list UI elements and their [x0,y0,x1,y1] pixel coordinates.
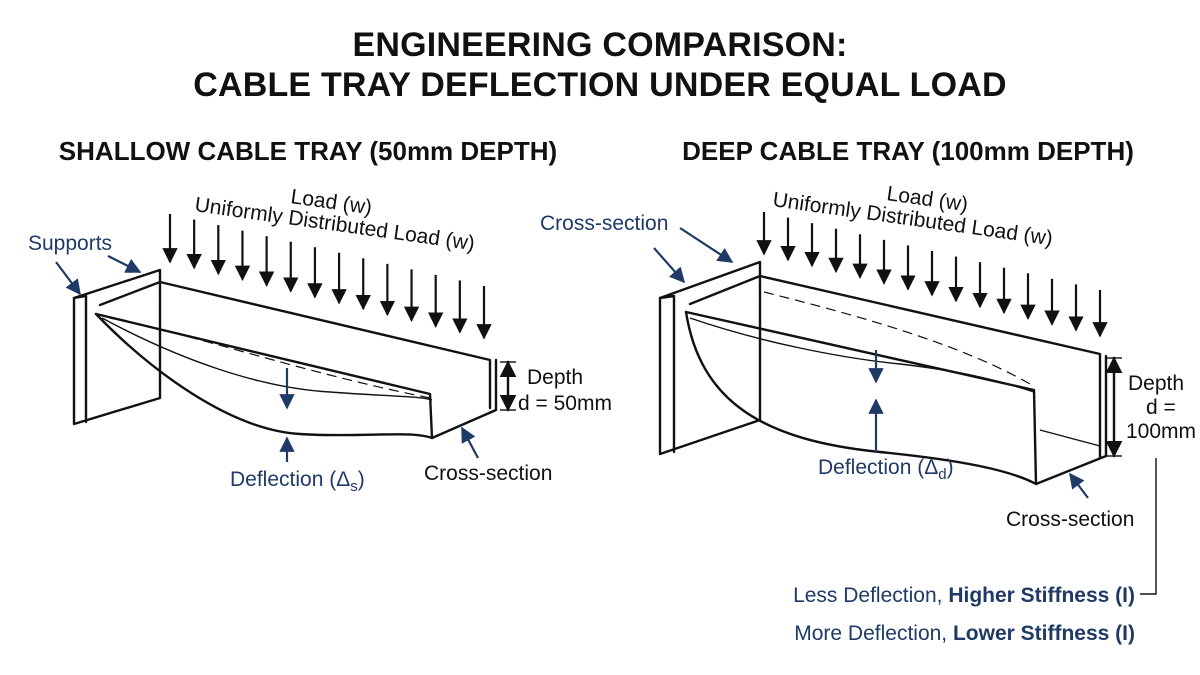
shallow-tray [72,268,498,440]
deep-back-wall [688,274,1102,460]
deep-cross-section-label: Cross-section [1006,508,1134,531]
shallow-back-wall [98,280,492,410]
deep-heading: DEEP CABLE TRAY (100mm DEPTH) [682,136,1134,166]
shallow-load-labels: Load (w) Uniformly Distributed Load (w) [193,185,476,255]
deep-inner-bottom [689,317,1035,393]
shallow-deflection-close: ) [358,468,365,491]
summary-line-2-bold: Lower Stiffness (I) [953,622,1135,645]
deep-depth-eq: d = [1146,396,1176,419]
deep-load-labels: Load (w) Uniformly Distributed Load (w) [771,182,1054,250]
shallow-support-plate [72,268,162,426]
deep-depth-value: 100mm [1126,420,1196,443]
shallow-deflected-bottom [94,312,434,440]
deep-deflected-bottom [684,310,1038,486]
summary-line-1: Less Deflection, Higher Stiffness (I) [793,584,1135,607]
shallow-undeflected-line [109,317,431,399]
title-line-2: CABLE TRAY DEFLECTION UNDER EQUAL LOAD [193,66,1007,104]
summary-line-2: More Deflection, Lower Stiffness (I) [794,622,1135,645]
deep-floor-line [1039,429,1101,447]
summary-line-1-plain: Less Deflection, [793,584,948,607]
deep-support-arrow [653,247,686,284]
shallow-inner-bottom [101,317,433,401]
shallow-deflection-sub: s [350,478,358,495]
summary-line-1-bold: Higher Stiffness (I) [948,584,1135,607]
shallow-support-plate-edge [72,294,88,424]
supports-arrow-2 [107,255,142,273]
shallow-depth-value: d = 50mm [518,392,612,415]
shallow-cross-section-arrow [461,426,479,459]
deep-depth-label: Depth [1128,372,1184,395]
shallow-cross-section-label: Cross-section [424,462,552,485]
deep-cross-section-top-arrow [679,227,734,263]
deep-deflection-text: Deflection (Δ [818,456,938,479]
shallow-load-arrows [162,214,492,340]
deep-deflection-sub: d [938,466,946,483]
title-line-1: ENGINEERING COMPARISON: [352,26,847,64]
deep-deflection-close: ) [947,456,954,479]
summary-bracket [1140,458,1157,595]
deep-deflection-label: Deflection (Δd) [818,456,954,483]
shallow-front-rim [94,312,498,440]
deep-cross-section-top-label: Cross-section [540,212,668,235]
shallow-deflection-label: Deflection (Δs) [230,468,365,495]
supports-arrow-1 [55,261,81,296]
deep-cross-section-arrow [1069,472,1089,499]
deep-tray [658,260,1108,486]
deep-support-plate-edge [658,294,676,454]
shallow-deflection-text: Deflection (Δ [230,468,350,491]
deep-undeflected-line [763,291,1031,385]
shallow-depth-label: Depth [527,366,583,389]
deep-load-arrows [756,212,1108,338]
summary-line-2-plain: More Deflection, [794,622,953,645]
shallow-heading: SHALLOW CABLE TRAY (50mm DEPTH) [59,136,557,166]
shallow-supports-label: Supports [28,232,112,255]
